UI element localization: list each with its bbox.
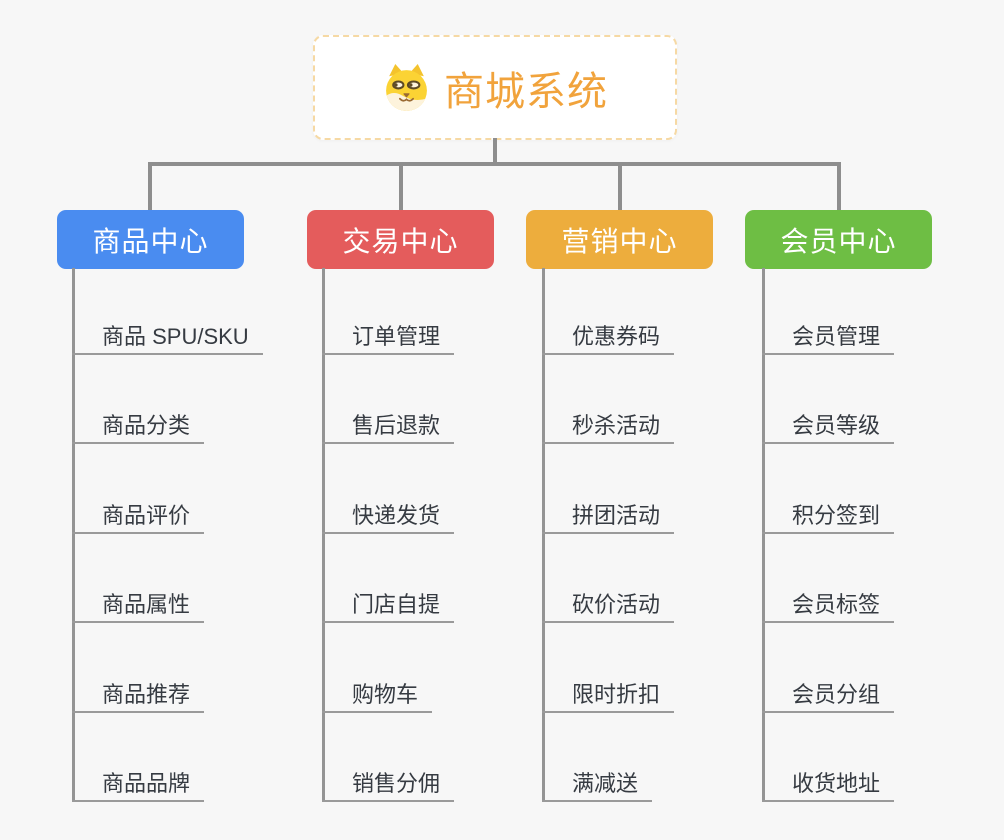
connector-drop	[618, 162, 622, 212]
branch-rail	[542, 268, 545, 802]
root-label: 商城系统	[444, 69, 608, 114]
leaf-node[interactable]: 订单管理	[322, 322, 455, 355]
leaf-node[interactable]: 购物车	[322, 680, 433, 713]
connector-drop	[148, 162, 152, 212]
leaf-node[interactable]: 商品 SPU/SKU	[72, 322, 263, 355]
leaf-node[interactable]: 优惠券码	[542, 322, 675, 355]
leaf-node[interactable]: 会员管理	[762, 322, 895, 355]
branch-node-member-center[interactable]: 会员中心	[745, 210, 932, 269]
leaf-node[interactable]: 收货地址	[762, 769, 895, 802]
leaf-node[interactable]: 商品分类	[72, 411, 205, 444]
connector-drop	[837, 162, 841, 212]
branch-rail	[762, 268, 765, 802]
branch-node-trade-center[interactable]: 交易中心	[307, 210, 494, 269]
branch-node-product-center[interactable]: 商品中心	[57, 210, 244, 269]
leaf-node[interactable]: 秒杀活动	[542, 411, 675, 444]
leaf-node[interactable]: 会员等级	[762, 411, 895, 444]
leaf-node[interactable]: 快递发货	[322, 501, 455, 534]
leaf-node[interactable]: 满减送	[542, 769, 653, 802]
root-node[interactable]: 商城系统	[313, 35, 677, 140]
branch-rail	[72, 268, 75, 802]
branch-node-marketing-center[interactable]: 营销中心	[526, 210, 713, 269]
leaf-node[interactable]: 拼团活动	[542, 501, 675, 534]
connector-rail	[148, 162, 841, 166]
leaf-node[interactable]: 商品推荐	[72, 680, 205, 713]
leaf-node[interactable]: 积分签到	[762, 501, 895, 534]
branch-rail	[322, 268, 325, 802]
leaf-node[interactable]: 砍价活动	[542, 590, 675, 623]
leaf-node[interactable]: 商品评价	[72, 501, 205, 534]
connector-drop	[399, 162, 403, 212]
leaf-node[interactable]: 门店自提	[322, 590, 455, 623]
leaf-node[interactable]: 销售分佣	[322, 769, 455, 802]
connector-trunk	[493, 138, 497, 164]
leaf-node[interactable]: 商品属性	[72, 590, 205, 623]
leaf-node[interactable]: 会员标签	[762, 590, 895, 623]
leaf-node[interactable]: 限时折扣	[542, 680, 675, 713]
leaf-node[interactable]: 售后退款	[322, 411, 455, 444]
leaf-node[interactable]: 会员分组	[762, 680, 895, 713]
leaf-node[interactable]: 商品品牌	[72, 769, 205, 802]
doge-icon	[386, 64, 427, 111]
